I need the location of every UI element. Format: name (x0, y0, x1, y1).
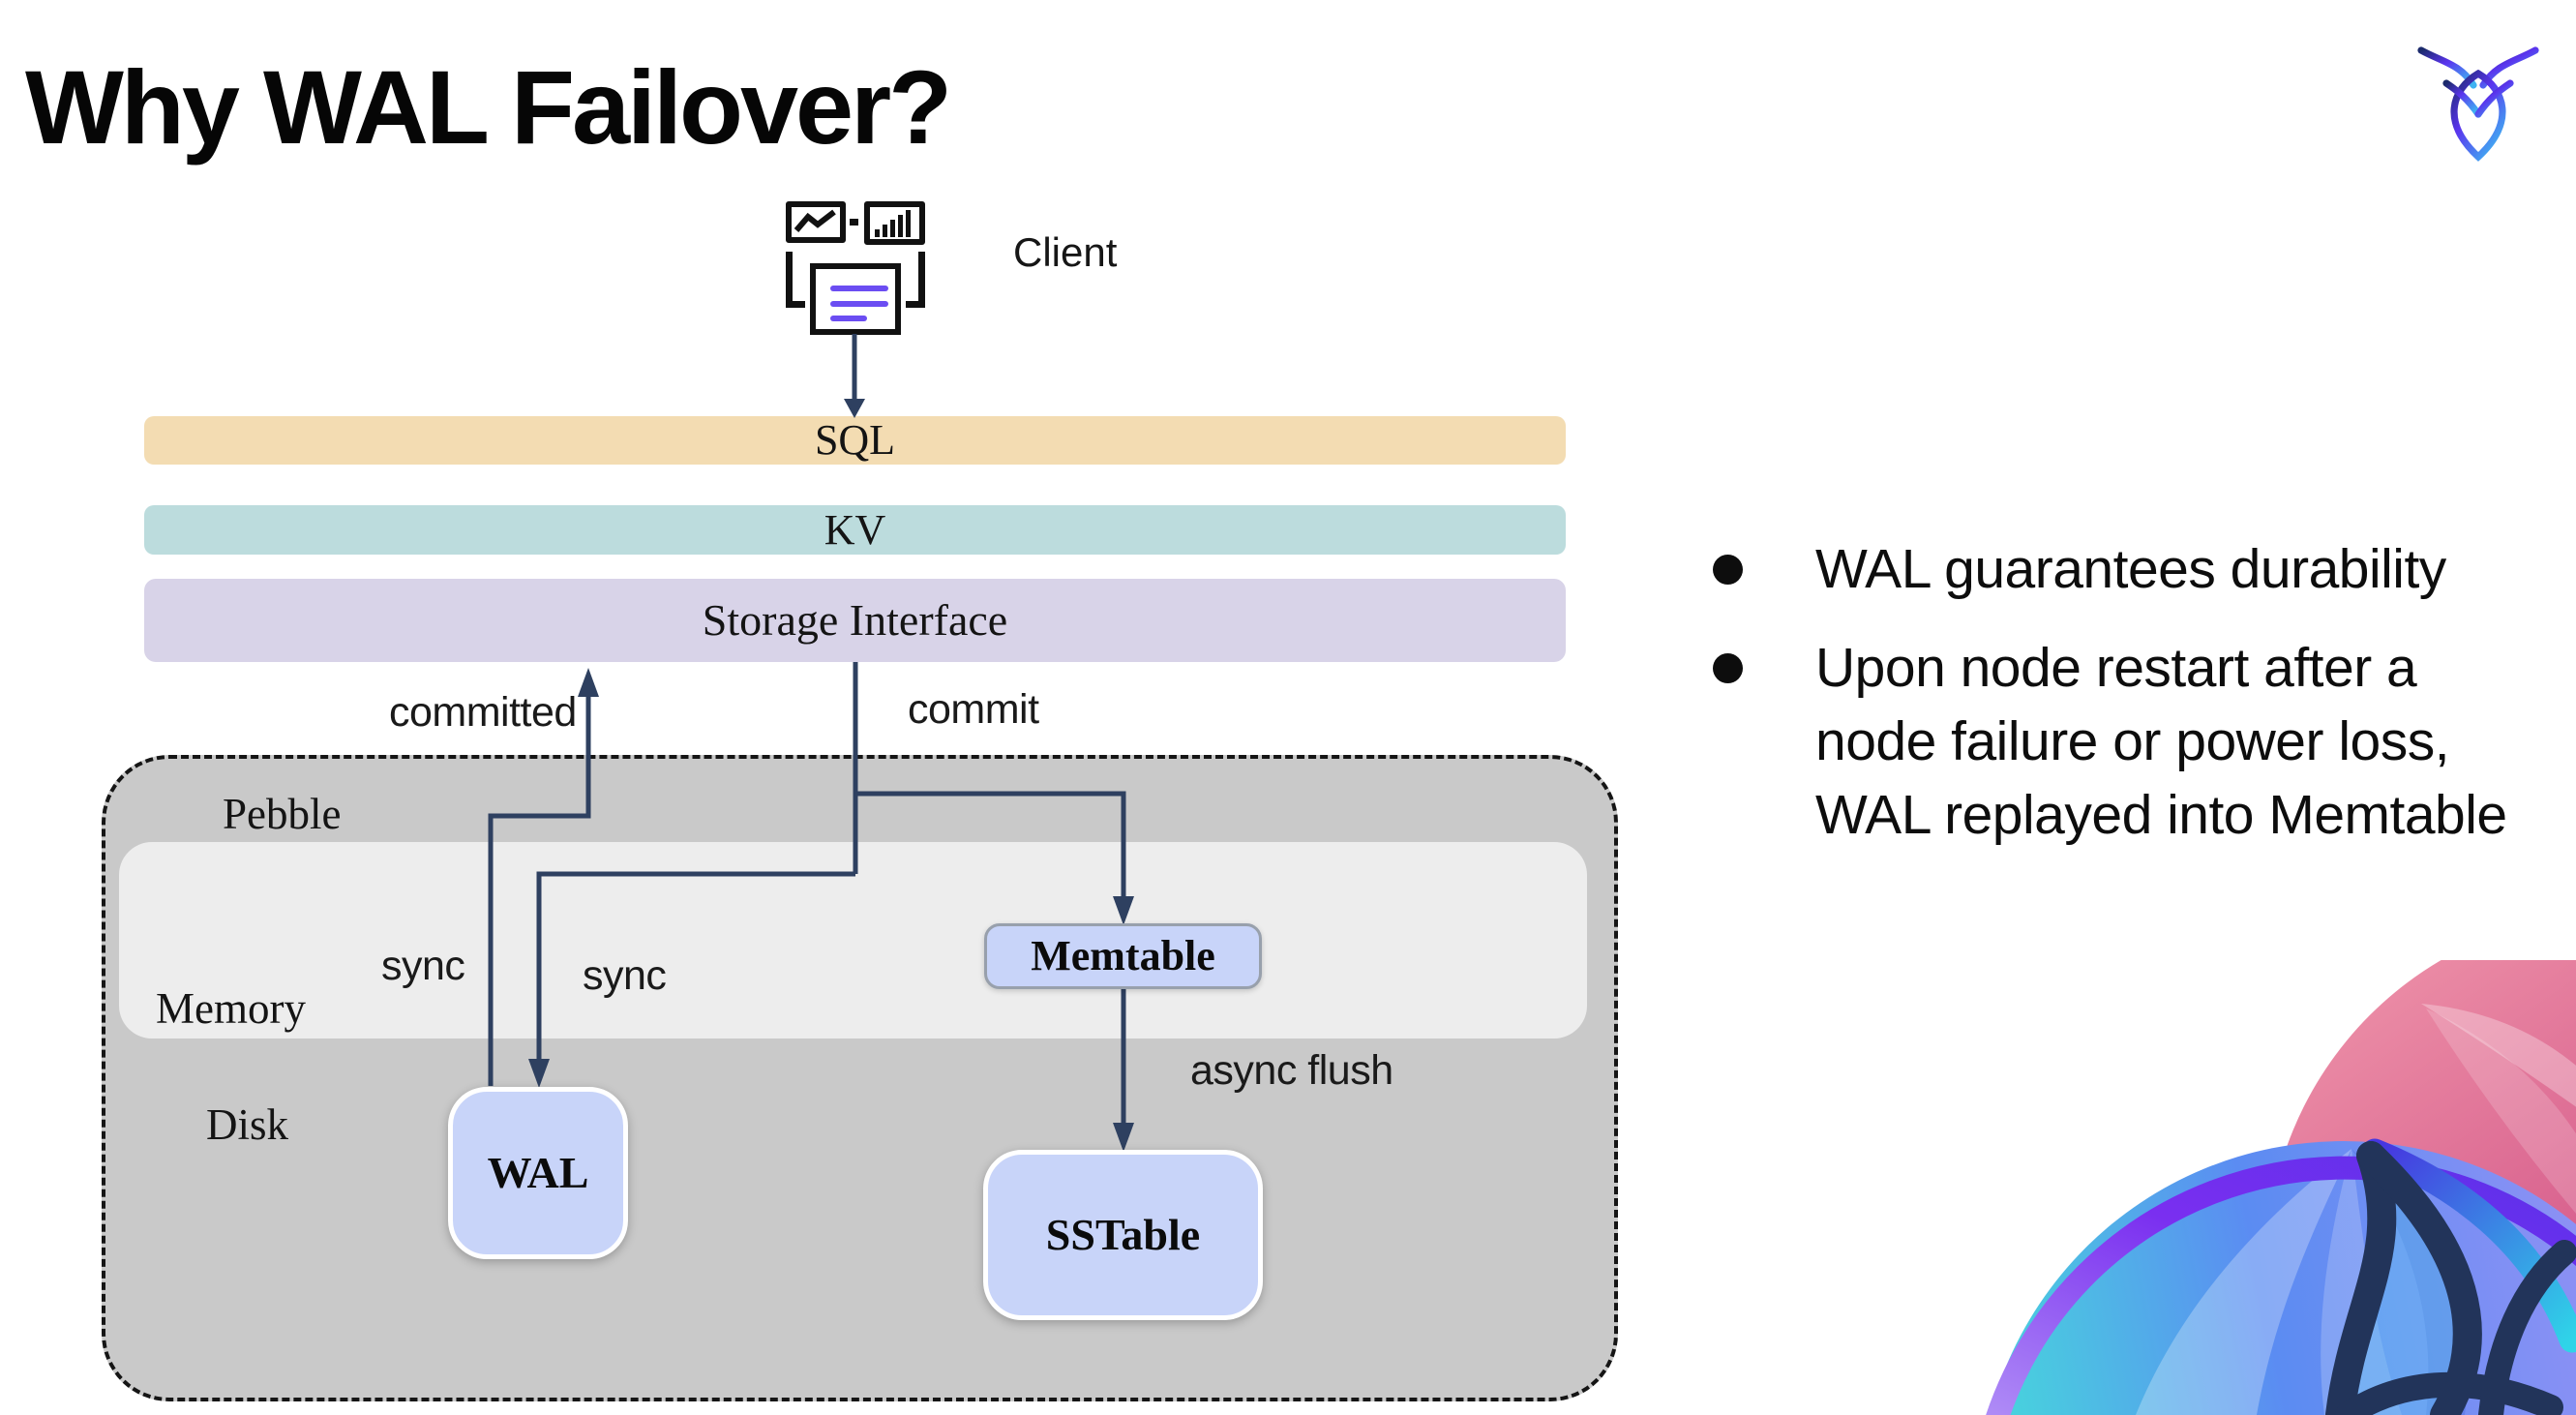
memory-band (119, 842, 1587, 1039)
bullet-line: node failure or power loss, (1815, 710, 2450, 772)
node-wal: WAL (448, 1087, 628, 1259)
bracket-left-icon (786, 252, 805, 308)
node-sstable: SSTable (983, 1150, 1263, 1320)
bullet-text-replay: Upon node restart after a node failure o… (1815, 631, 2507, 852)
cockroachdb-logo-icon (2417, 46, 2539, 162)
bar-chart-icon (864, 201, 925, 245)
layer-bar-storage-interface: Storage Interface (144, 579, 1566, 662)
document-line (830, 286, 888, 291)
edge-label-committed: committed (389, 689, 577, 736)
bracket-right-icon (906, 252, 925, 308)
bullet-dot (1713, 555, 1743, 585)
layer-bar-kv: KV (144, 505, 1566, 555)
line-chart-icon (786, 201, 846, 243)
bullet-text-durability: WAL guarantees durability (1815, 532, 2446, 606)
edge-label-async-flush: async flush (1190, 1047, 1393, 1094)
pebble-label: Pebble (223, 790, 342, 838)
icon-connector-dash (850, 219, 858, 226)
bullet-dot (1713, 653, 1743, 683)
arrowhead-up-storage (578, 668, 599, 697)
client-label: Client (1013, 229, 1118, 275)
edge-label-commit: commit (908, 686, 1039, 733)
node-memtable: Memtable (984, 923, 1262, 989)
arrowhead-down-sql (844, 399, 865, 418)
bullet-line: WAL replayed into Memtable (1815, 784, 2507, 846)
bullet-line: WAL guarantees durability (1815, 538, 2446, 600)
edge-label-sync-right: sync (583, 952, 667, 999)
edge-label-sync-left: sync (381, 943, 465, 989)
document-line (830, 316, 867, 321)
page-title: Why WAL Failover? (25, 48, 952, 166)
layer-bar-sql: SQL (144, 416, 1566, 465)
memory-label: Memory (156, 984, 306, 1033)
bullet-line: Upon node restart after a (1815, 637, 2417, 699)
disk-label: Disk (206, 1100, 289, 1149)
document-icon (810, 263, 901, 335)
brand-art-decoration (1986, 960, 2576, 1415)
document-line (830, 301, 888, 307)
